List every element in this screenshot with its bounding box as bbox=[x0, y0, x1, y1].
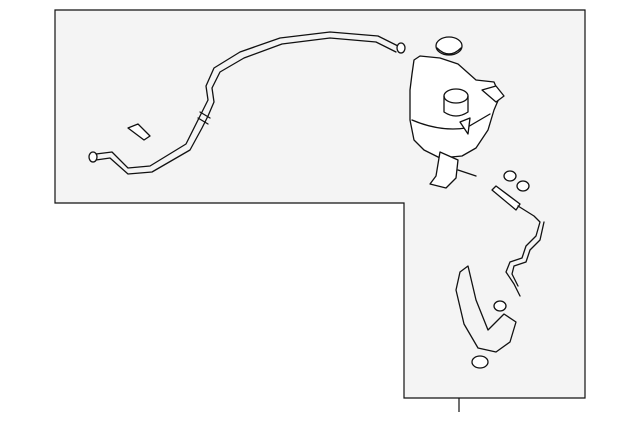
hose-clamp bbox=[471, 170, 530, 369]
reservoir-cap bbox=[435, 36, 463, 56]
lower-hose bbox=[455, 265, 517, 353]
overflow-tube bbox=[491, 185, 545, 297]
diagram-panel bbox=[54, 9, 586, 399]
coolant-reservoir bbox=[409, 55, 505, 189]
coolant-hose bbox=[88, 31, 406, 175]
clip-bracket bbox=[127, 123, 151, 141]
